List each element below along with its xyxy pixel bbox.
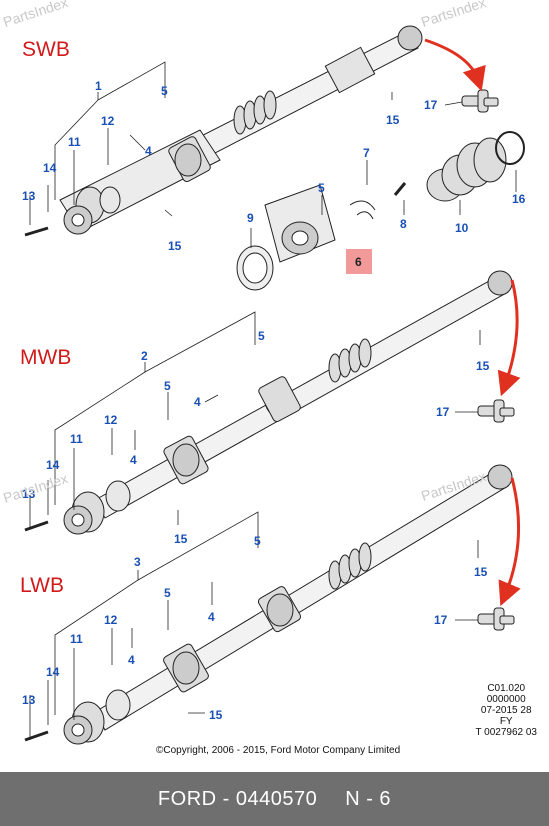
- swb-shaft: [24, 25, 423, 237]
- mwb-callout-14: 14: [46, 458, 60, 472]
- swb-callout-4: 4: [145, 144, 152, 158]
- lwb-callout-11: 11: [70, 632, 83, 646]
- swb-callout-14: 14: [43, 161, 57, 175]
- lwb-callout-13: 13: [22, 693, 36, 707]
- lwb-callout-15b: 15: [474, 565, 488, 579]
- footer-part-number: FORD - 0440570: [157, 787, 318, 810]
- section-label-mwb: MWB: [20, 346, 72, 369]
- swb-callout-7: 7: [363, 146, 370, 160]
- swb-callout-1: 1: [95, 79, 102, 93]
- swb-callout-11: 11: [68, 135, 81, 149]
- swb-leaders: [29, 61, 517, 248]
- swb-center-bearing-exploded: [236, 182, 407, 291]
- lwb-callouts: 3 5 5 12 4 4 11 14 13 15 15 17: [22, 534, 488, 722]
- swb-callout-9: 9: [247, 211, 254, 225]
- mwb-callout-15a: 15: [174, 532, 188, 546]
- meta-line-1: C01.020: [487, 683, 526, 694]
- swb-callout-6: 6: [355, 255, 362, 269]
- swb-callout-5a: 5: [161, 84, 168, 98]
- swb-callout-5b: 5: [318, 181, 325, 195]
- drawing-meta: C01.020 0000000 07-2015 28 FY T 0027962 …: [475, 683, 537, 738]
- lwb-callout-17: 17: [434, 613, 448, 627]
- lwb-callout-12: 12: [104, 613, 118, 627]
- mwb-callout-2: 2: [141, 349, 148, 363]
- meta-line-4: FY: [499, 716, 513, 727]
- lwb-callout-5a: 5: [254, 534, 261, 548]
- footer-reference: N - 6: [345, 787, 392, 810]
- mwb-leaders: [29, 311, 481, 528]
- meta-line-2: 0000000: [486, 694, 526, 705]
- mwb-universal-joint: [477, 399, 515, 423]
- lwb-callout-14: 14: [46, 665, 60, 679]
- lwb-shaft: [24, 464, 513, 745]
- mwb-callout-4b: 4: [130, 453, 137, 467]
- swb-callouts: 1 5 12 4 11 14 13 15 15 17 16 10 7 5 8 9…: [22, 79, 526, 269]
- meta-line-5: T 0027962 03: [475, 727, 537, 738]
- mwb-callout-11: 11: [70, 432, 83, 446]
- driveshaft-diagram: 1 5 12 4 11 14 13 15 15 17 16 10 7 5 8 9…: [22, 25, 526, 745]
- swb-boot: [426, 131, 525, 202]
- lwb-callout-4a: 4: [208, 610, 215, 624]
- mwb-shaft: [24, 270, 513, 535]
- lwb-callout-3: 3: [134, 555, 141, 569]
- swb-callout-17: 17: [424, 98, 438, 112]
- footer-bar: FORD - 0440570 N - 6: [0, 772, 549, 826]
- mwb-callout-5a: 5: [258, 329, 265, 343]
- lwb-callout-5b: 5: [164, 586, 171, 600]
- swb-callout-12: 12: [101, 114, 115, 128]
- swb-callout-16: 16: [512, 192, 526, 206]
- mwb-red-arrow: [497, 279, 521, 397]
- swb-callout-10: 10: [455, 221, 469, 235]
- swb-red-arrow: [424, 38, 486, 92]
- mwb-callout-17: 17: [436, 405, 450, 419]
- lwb-callout-4b: 4: [128, 653, 135, 667]
- mwb-callout-15b: 15: [476, 359, 490, 373]
- mwb-callout-12: 12: [104, 413, 118, 427]
- mwb-callout-13: 13: [22, 487, 36, 501]
- meta-line-3: 07-2015 28: [480, 705, 532, 716]
- lwb-red-arrow: [498, 477, 521, 607]
- mwb-callout-4a: 4: [194, 395, 201, 409]
- swb-universal-joint: [461, 89, 499, 113]
- swb-callout-8: 8: [400, 217, 407, 231]
- lwb-callout-15a: 15: [209, 708, 223, 722]
- mwb-callouts: 2 5 5 4 12 4 11 14 13 15 15 17: [22, 329, 490, 546]
- lwb-universal-joint: [477, 607, 515, 631]
- section-label-swb: SWB: [22, 38, 70, 61]
- swb-callout-13: 13: [22, 189, 36, 203]
- section-label-lwb: LWB: [20, 574, 64, 597]
- copyright-text: ©Copyright, 2006 - 2015, Ford Motor Comp…: [156, 745, 401, 756]
- swb-callout-15a: 15: [168, 239, 182, 253]
- mwb-callout-5b: 5: [164, 379, 171, 393]
- swb-callout-15b: 15: [386, 113, 400, 127]
- highlight-box: [346, 249, 372, 274]
- lwb-leaders: [29, 511, 479, 740]
